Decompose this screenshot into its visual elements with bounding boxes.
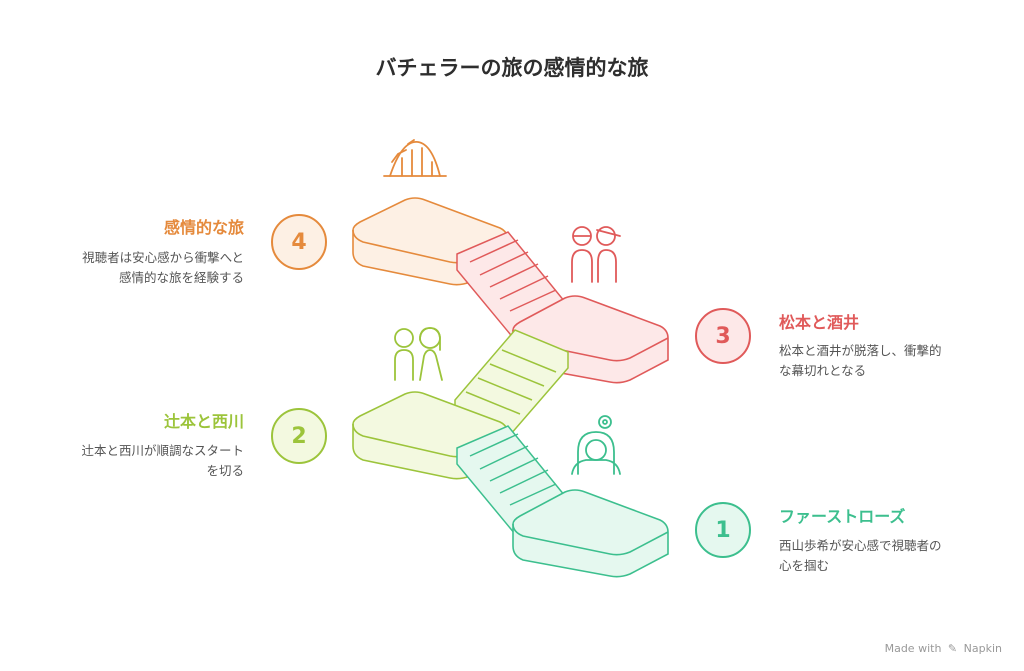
rollercoaster-icon bbox=[383, 139, 447, 177]
stage-1-badge: 1 bbox=[695, 502, 751, 558]
stage-1-title: ファーストローズ bbox=[779, 507, 906, 526]
stage-4-description: 視聴者は安心感から衝撃へと感情的な旅を経験する bbox=[82, 250, 244, 285]
stage-2-title: 辻本と西川 bbox=[163, 412, 244, 431]
page-title: バチェラーの旅の感情的な旅 bbox=[375, 56, 649, 80]
sad-couple-icon bbox=[571, 226, 621, 283]
couple-icon bbox=[394, 327, 443, 381]
credit-prefix: Made with bbox=[884, 642, 942, 655]
stage-2-badge: 2 bbox=[271, 408, 327, 464]
stage-3-description: 松本と酒井が脱落し、衝撃的な幕切れとなる bbox=[779, 343, 942, 378]
platform-1 bbox=[512, 489, 669, 578]
stage-4-badge: 4 bbox=[271, 214, 327, 270]
stage-3-badge: 3 bbox=[695, 308, 751, 364]
stage-4-title: 感情的な旅 bbox=[163, 218, 244, 237]
stage-1-description: 西山歩希が安心感で視聴者の心を掴む bbox=[779, 538, 942, 573]
stage-3-title: 松本と酒井 bbox=[779, 313, 860, 332]
woman-flower-icon bbox=[571, 415, 621, 475]
stage-2-description: 辻本と西川が順調なスタートを切る bbox=[81, 443, 244, 478]
credit-brand: Napkin bbox=[963, 642, 1002, 655]
credit: Made with ✎ Napkin bbox=[885, 642, 1002, 655]
napkin-icon: ✎ bbox=[947, 642, 958, 655]
